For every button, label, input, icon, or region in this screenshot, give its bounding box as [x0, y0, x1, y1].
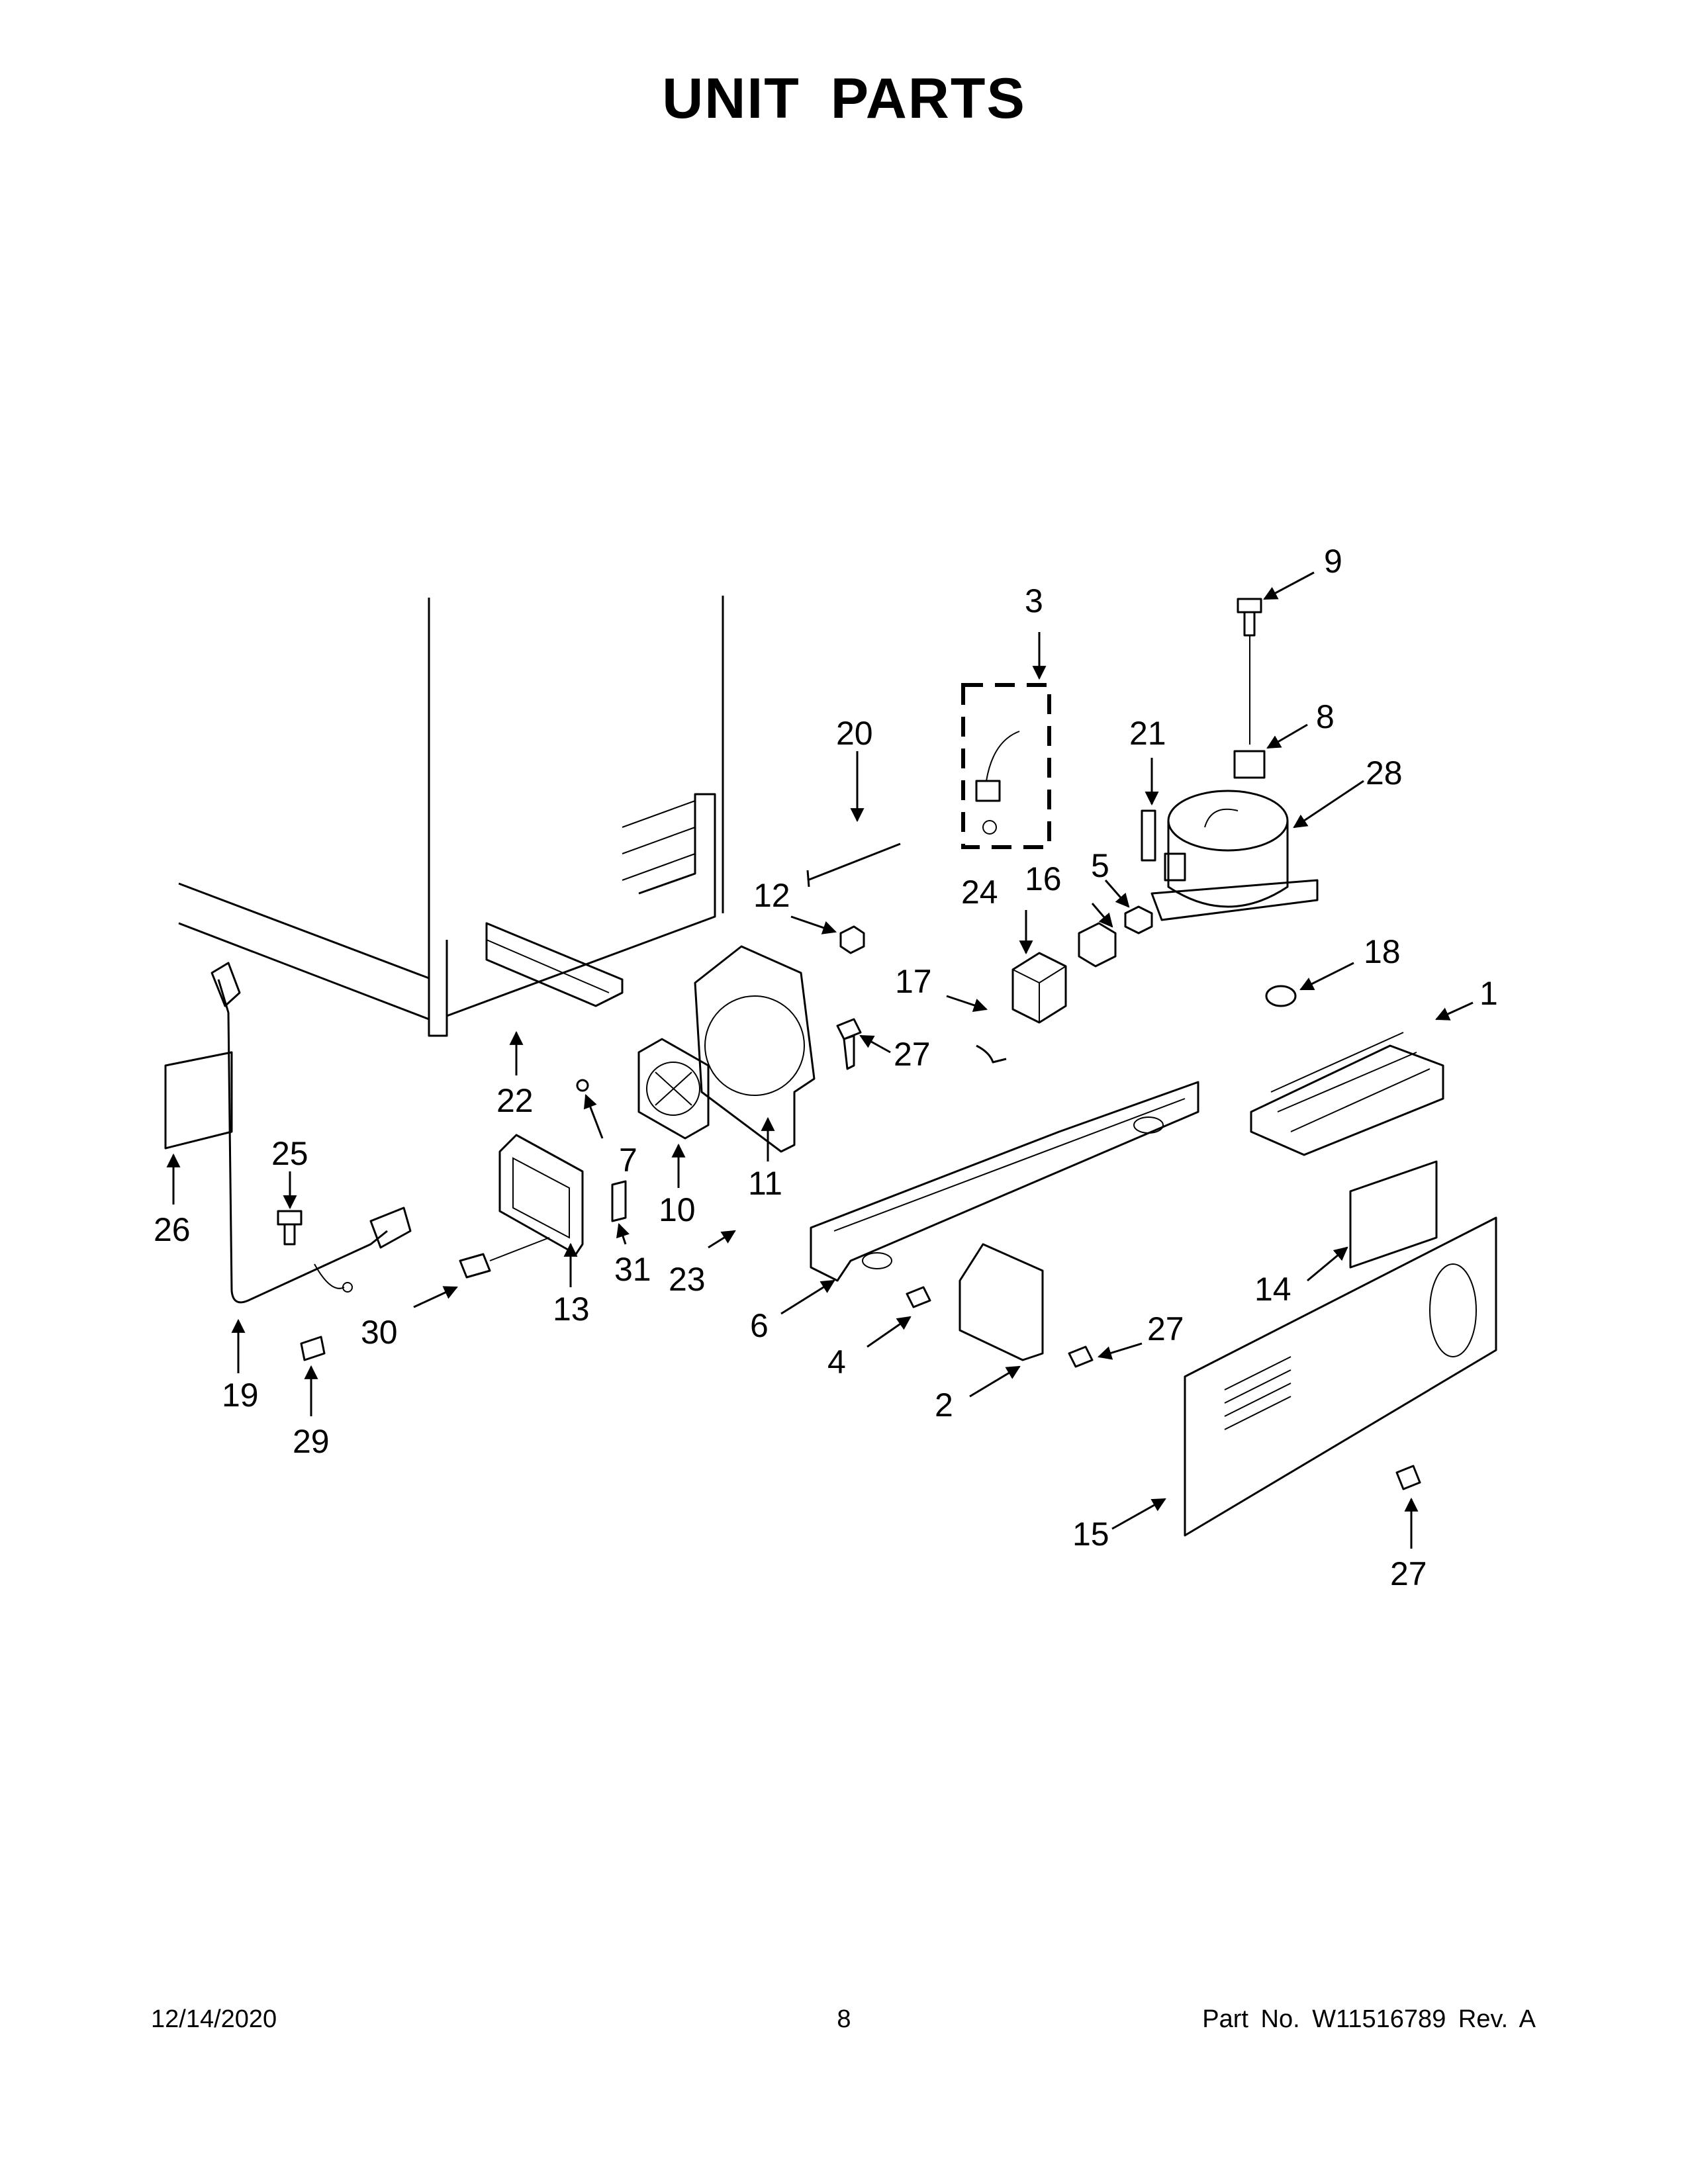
part-25-screw	[277, 1210, 303, 1246]
part-15-access-cover	[1184, 1216, 1497, 1537]
part-22-channel	[485, 922, 624, 1007]
footer-part-number: Part No. W11516789 Rev. A	[1202, 2005, 1536, 2033]
callout-8: 8	[1316, 698, 1335, 735]
part-7-grommet	[576, 1079, 589, 1092]
part-3-capacitor-kit	[961, 683, 1051, 849]
part-10-fan	[637, 1038, 710, 1140]
part-19-power-cord	[211, 962, 412, 1304]
callout-31: 31	[614, 1251, 651, 1288]
callout-7: 7	[619, 1142, 637, 1179]
callout-27-lower: 27	[1390, 1555, 1427, 1592]
part-13-shroud	[498, 1134, 584, 1255]
part-30-screw	[459, 1237, 550, 1279]
part-17-clip	[976, 1044, 1007, 1064]
callout-24: 24	[961, 874, 998, 911]
part-16-relay	[1078, 922, 1117, 968]
part-24-relay-box	[1011, 952, 1067, 1024]
callout-15: 15	[1072, 1516, 1109, 1553]
part-20-rod	[806, 842, 901, 887]
part-29-clip	[300, 1336, 326, 1361]
callout-26: 26	[154, 1211, 191, 1248]
part-18-grommet	[1265, 985, 1297, 1007]
callout-18: 18	[1364, 933, 1401, 970]
callout-5: 5	[1091, 847, 1109, 884]
part-5-overload	[1124, 905, 1153, 934]
part-27-screw-upper	[836, 1018, 862, 1070]
callout-17: 17	[895, 963, 932, 1000]
callout-3: 3	[1025, 582, 1043, 619]
part-4-screw	[906, 1286, 931, 1308]
callout-27-middle: 27	[1147, 1310, 1184, 1347]
part-27-screw-lower	[1395, 1465, 1421, 1490]
part-26-tag	[164, 1051, 233, 1150]
callout-6: 6	[750, 1307, 769, 1344]
callout-1: 1	[1479, 975, 1498, 1012]
part-14-label	[1349, 1160, 1438, 1269]
callout-10: 10	[659, 1191, 696, 1228]
callout-22: 22	[496, 1082, 534, 1119]
callout-20: 20	[836, 715, 873, 752]
part-31-bracket	[611, 1180, 627, 1222]
part-21-filter-drier	[1141, 809, 1156, 862]
callout-19: 19	[222, 1377, 259, 1414]
part-28-compressor	[1150, 790, 1319, 921]
part-27-screw-middle	[1068, 1345, 1094, 1368]
callout-28: 28	[1366, 754, 1403, 792]
part-11-fan-bracket	[694, 945, 816, 1153]
part-8-grommet	[1233, 750, 1266, 779]
callout-leaders	[166, 571, 1474, 1549]
callout-16: 16	[1025, 860, 1062, 897]
callout-14: 14	[1254, 1271, 1291, 1308]
footer-page-number: 8	[837, 2005, 851, 2033]
callout-30: 30	[361, 1314, 398, 1351]
callout-27-upper: 27	[894, 1036, 931, 1073]
cabinet-outline	[178, 596, 724, 1037]
footer-date: 12/14/2020	[151, 2005, 277, 2033]
page-title: UNIT PARTS	[662, 67, 1026, 130]
part-12-nut	[839, 925, 865, 954]
callout-4: 4	[827, 1343, 846, 1381]
callout-labels: 9 3 8 28 21 20 12 16 5 24 17 27 18 1 22 …	[154, 543, 1498, 1592]
part-6-base-rail	[810, 1081, 1199, 1282]
callout-11: 11	[748, 1165, 782, 1202]
callout-21: 21	[1129, 715, 1166, 752]
part-9-bolt	[1237, 598, 1262, 745]
callout-12: 12	[753, 877, 790, 914]
callout-23: 23	[669, 1261, 706, 1298]
callout-9: 9	[1324, 543, 1342, 580]
part-1-drain-tray	[1250, 1032, 1444, 1156]
callout-13: 13	[553, 1291, 590, 1328]
callout-25: 25	[271, 1135, 308, 1172]
callout-29: 29	[293, 1423, 330, 1460]
callout-2: 2	[935, 1387, 953, 1424]
part-2-bracket	[959, 1243, 1044, 1361]
